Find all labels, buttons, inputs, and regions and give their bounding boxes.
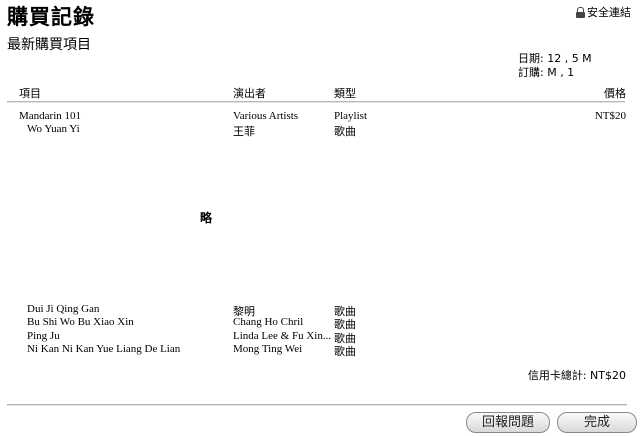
secure-label: 安全連結 <box>587 6 631 19</box>
column-header-artist: 演出者 <box>233 87 266 100</box>
row-artist: Chang Ho Chril <box>233 316 304 328</box>
row-item: Dui Ji Qing Gan <box>27 303 100 315</box>
row-item: Ni Kan Ni Kan Yue Liang De Lian <box>27 343 181 355</box>
row-type: 歌曲 <box>334 333 356 345</box>
row-type: 歌曲 <box>334 346 356 358</box>
row-item: Mandarin 101 <box>19 110 82 122</box>
header-divider <box>7 101 625 103</box>
column-header-type: 類型 <box>334 87 356 100</box>
row-type: Playlist <box>334 110 368 122</box>
row-price: NT$20 <box>594 110 626 122</box>
order-number: 訂購: M , 1 <box>518 66 575 79</box>
row-artist: 黎明 <box>233 306 255 318</box>
row-type: 歌曲 <box>334 126 356 138</box>
row-item: Wo Yuan Yi <box>27 123 80 135</box>
report-problem-button[interactable]: 回報問題 <box>466 412 550 433</box>
row-item: Bu Shi Wo Bu Xiao Xin <box>27 316 134 328</box>
credit-card-total: 信用卡總計: NT$20 <box>527 369 626 382</box>
secure-connection: 安全連結 <box>576 4 631 20</box>
row-type: 歌曲 <box>334 319 356 331</box>
done-button[interactable]: 完成 <box>557 412 637 433</box>
omitted-marker: 略 <box>200 211 213 225</box>
row-artist: Mong Ting Wei <box>233 343 303 355</box>
row-type: 歌曲 <box>334 306 356 318</box>
column-header-price: 價格 <box>604 87 626 100</box>
row-artist: 王菲 <box>233 126 255 138</box>
lock-icon <box>576 6 585 18</box>
footer-divider <box>7 404 627 406</box>
row-artist: Various Artists <box>233 110 299 122</box>
row-item: Ping Ju <box>27 330 60 342</box>
page-subtitle: 最新購買項目 <box>7 37 91 53</box>
column-header-item: 項目 <box>19 87 41 100</box>
row-artist: Linda Lee & Fu Xin... <box>233 330 332 342</box>
purchase-date: 日期: 12 , 5 M <box>518 52 592 65</box>
page-title: 購買記錄 <box>7 5 95 29</box>
